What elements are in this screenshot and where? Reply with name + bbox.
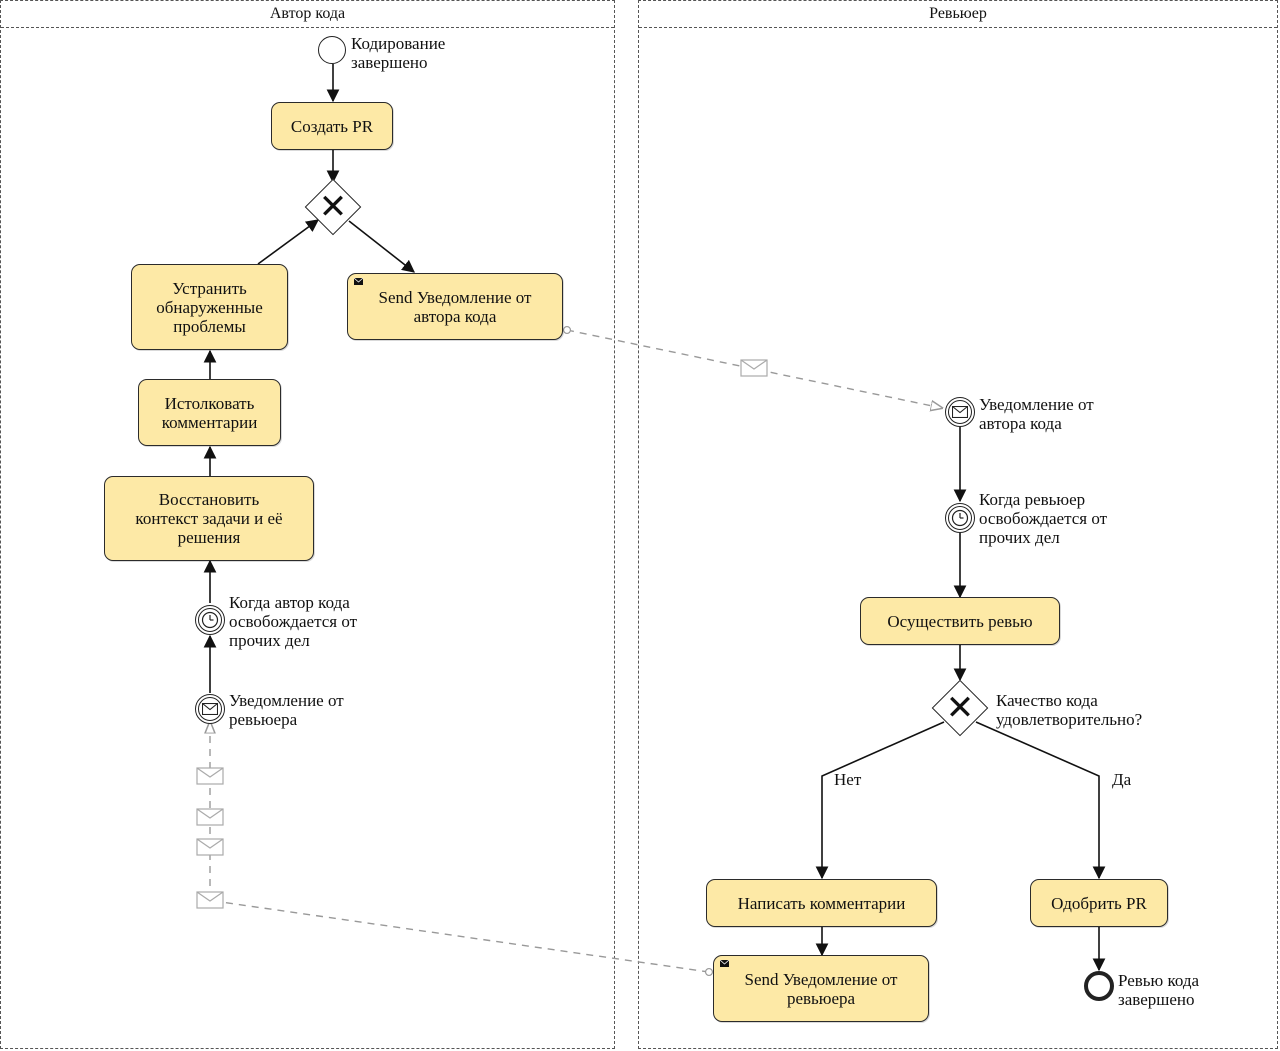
task-send-reviewer-notification-label: Send Уведомление от ревьюера [744, 969, 898, 1008]
task-interpret-comments-label: Истолковать комментарии [161, 393, 258, 432]
branch-yes-label: Да [1112, 770, 1132, 789]
message-event-author-notification-label: Уведомление от автора кода [979, 395, 1094, 433]
task-restore-context[interactable]: Восстановить контекст задачи и её решени… [104, 476, 314, 561]
timer-event-reviewer-label: Когда ревьюер освобождается от прочих де… [979, 490, 1108, 547]
message-event-reviewer-notification-label: Уведомление от ревьюера [229, 691, 344, 729]
task-create-pr-label: Создать PR [290, 116, 374, 136]
task-send-author-notification-label: Send Уведомление от автора кода [378, 287, 532, 326]
flow-gateway-no [815, 721, 945, 880]
message-event-reviewer-notification[interactable] [195, 694, 225, 724]
message-event-author-notification[interactable] [945, 397, 975, 427]
start-event-label: Кодирование завершено [351, 34, 446, 72]
timer-event-author-label: Когда автор кода освобождается от прочих… [229, 593, 358, 650]
flow-gateway-yes [975, 721, 1106, 880]
flow-gateway-to-send [348, 220, 416, 273]
task-send-reviewer-notification[interactable]: Send Уведомление от ревьюера [713, 955, 929, 1022]
envelope-filled-icon [720, 960, 729, 967]
start-event[interactable] [318, 36, 346, 64]
task-fix-problems[interactable]: Устранить обнаруженные проблемы [131, 264, 288, 350]
close-icon: ✕ [318, 187, 348, 227]
lane-title-reviewer: Ревьюер [639, 1, 1277, 28]
envelope-icon [196, 808, 224, 826]
task-write-comments[interactable]: Написать комментарии [706, 879, 937, 927]
envelope-icon [202, 703, 218, 715]
envelope-filled-icon [354, 278, 363, 285]
lane-author: Автор кода [0, 0, 615, 1049]
task-do-review[interactable]: Осуществить ревью [860, 597, 1060, 645]
envelope-icon [196, 767, 224, 785]
task-approve-pr[interactable]: Одобрить PR [1030, 879, 1168, 927]
envelope-icon [196, 838, 224, 856]
task-fix-problems-label: Устранить обнаруженные проблемы [156, 278, 263, 336]
task-do-review-label: Осуществить ревью [887, 611, 1033, 631]
envelope-icon [740, 359, 768, 377]
branch-no-label: Нет [834, 770, 862, 789]
clock-icon [951, 509, 969, 527]
task-restore-context-label: Восстановить контекст задачи и её решени… [135, 490, 283, 547]
task-write-comments-label: Написать комментарии [737, 893, 906, 913]
message-flow-reviewer-to-author [210, 722, 709, 972]
timer-event-reviewer[interactable] [945, 503, 975, 533]
task-send-author-notification[interactable]: Send Уведомление от автора кода [347, 273, 563, 340]
clock-icon [201, 611, 219, 629]
close-icon: ✕ [945, 688, 975, 728]
end-event-label: Ревью кода завершено [1118, 971, 1200, 1009]
gateway-quality-label: Качество кода удовлетворительно? [996, 691, 1143, 729]
task-approve-pr-label: Одобрить PR [1051, 893, 1147, 913]
end-event[interactable] [1084, 971, 1114, 1001]
lane-title-author: Автор кода [1, 1, 614, 28]
task-create-pr[interactable]: Создать PR [271, 102, 393, 150]
flow-fix-to-gateway [257, 219, 320, 265]
timer-event-author[interactable] [195, 605, 225, 635]
envelope-icon [196, 891, 224, 909]
envelope-icon [952, 406, 968, 418]
task-interpret-comments[interactable]: Истолковать комментарии [138, 379, 281, 446]
lane-reviewer: Ревьюер [638, 0, 1278, 1049]
